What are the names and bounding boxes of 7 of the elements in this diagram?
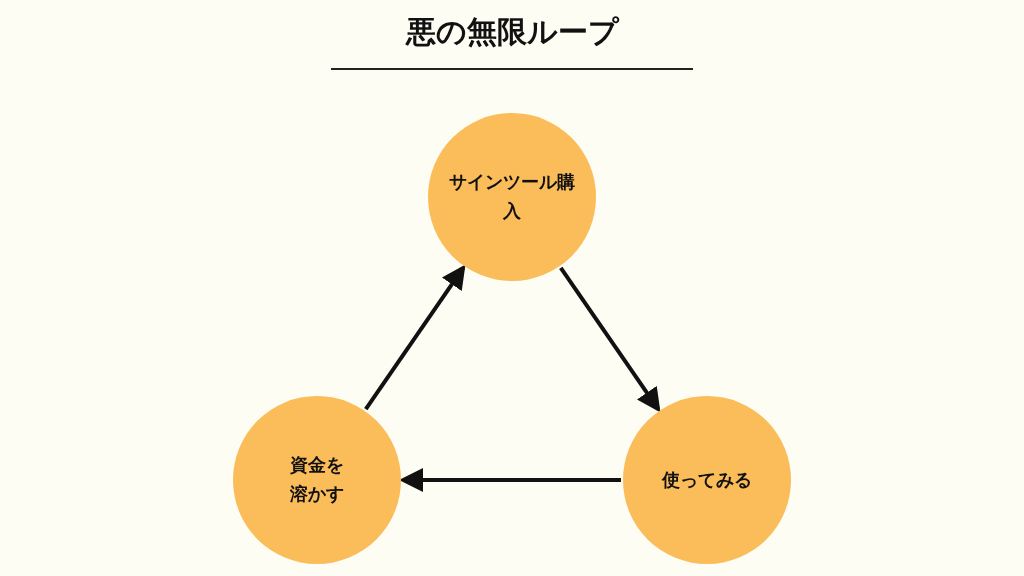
arrow	[559, 266, 661, 413]
node-label: 資金を溶かす	[289, 453, 345, 506]
node-label: サインツール購入	[448, 170, 576, 223]
title: 悪の無限ループ	[404, 13, 621, 51]
arrow	[364, 264, 466, 411]
node-label: 使ってみる	[660, 467, 753, 492]
arrow	[399, 468, 621, 492]
